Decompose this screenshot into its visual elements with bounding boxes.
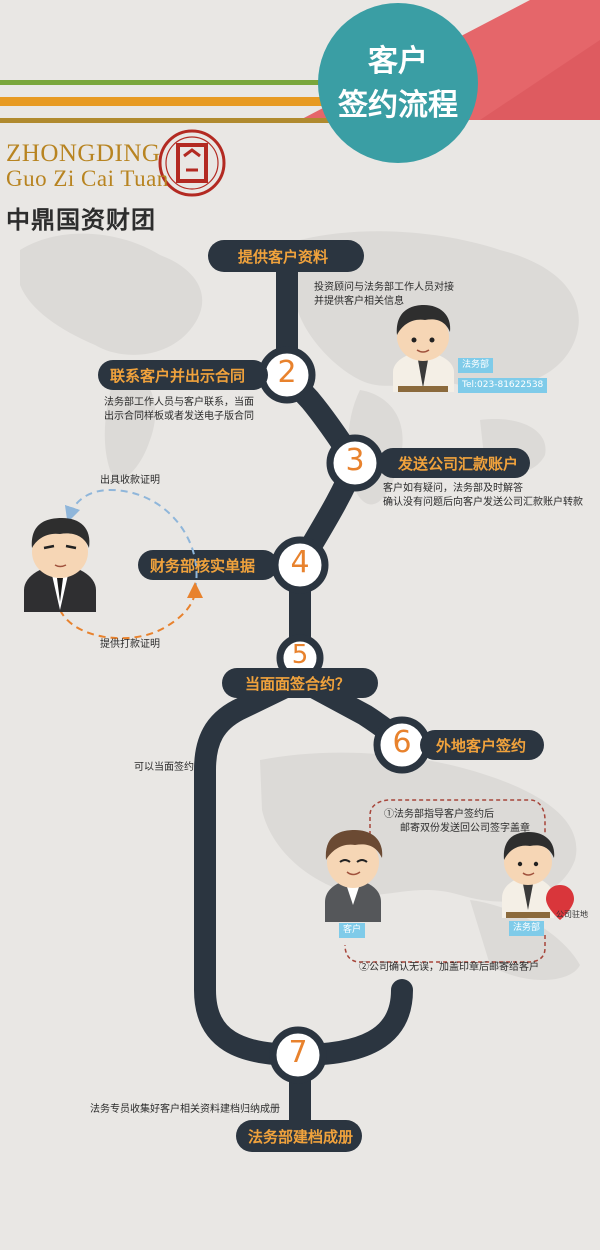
step-3-number: 3 bbox=[345, 443, 365, 478]
payment-proof-label: 提供打款证明 bbox=[100, 639, 160, 650]
company-location-label: 公司驻地 bbox=[556, 910, 588, 919]
step-1-label: 提供客户资料 bbox=[238, 248, 329, 266]
legal-dept-tag-right: 法务部 bbox=[509, 921, 545, 936]
step-6-number: 6 bbox=[392, 725, 412, 760]
step-2-note: 法务部工作人员与客户联系，当面 出示合同样板或者发送电子版合同 bbox=[104, 397, 254, 422]
step-2-number: 2 bbox=[277, 355, 297, 390]
step-4-label: 财务部核实单据 bbox=[150, 557, 256, 575]
step-pills bbox=[98, 240, 544, 1152]
step-1-note: 投资顾问与法务部工作人员对接 并提供客户相关信息 bbox=[314, 282, 454, 307]
step-3-label: 发送公司汇款账户 bbox=[398, 455, 519, 473]
remote-signing-loop bbox=[344, 799, 546, 963]
step-3-note: 客户如有疑问，法务部及时解答 确认没有问题后向客户发送公司汇款账户转款 bbox=[383, 483, 583, 508]
receipt-proof-label: 出具收款证明 bbox=[100, 475, 160, 486]
brand-name-en-1: ZHONGDING bbox=[6, 140, 161, 167]
client-figure bbox=[325, 830, 383, 922]
legal-dept-tag-top: 法务部 bbox=[458, 358, 494, 373]
title-circle bbox=[318, 3, 478, 163]
brand-name-cn: 中鼎国资财团 bbox=[6, 206, 156, 234]
step-2-label: 联系客户并出示合同 bbox=[110, 367, 246, 385]
step-7-label: 法务部建档成册 bbox=[248, 1128, 354, 1146]
client-tag: 客户 bbox=[339, 923, 366, 938]
page-title-line1: 客户 bbox=[368, 44, 428, 79]
step-7-number: 7 bbox=[288, 1035, 308, 1070]
brand-name-en-2: Guo Zi Cai Tuan bbox=[6, 166, 169, 191]
receipt-arrow bbox=[64, 488, 198, 591]
step-5-number: 5 bbox=[291, 640, 309, 670]
phone-tag: Tel:023-81622538 bbox=[458, 378, 548, 393]
remote-step1-label: ①法务部指导客户签约后 邮寄双份发送回公司签字盖章 bbox=[384, 809, 530, 834]
page-title-line2: 签约流程 bbox=[338, 88, 458, 123]
step-7-note: 法务专员收集好客户相关资料建档归纳成册 bbox=[90, 1104, 280, 1115]
remote-step2-label: ②公司确认无误，加盖印章后邮寄给客户 bbox=[359, 962, 539, 973]
location-pin-icon bbox=[546, 885, 574, 920]
finance-staff-figure bbox=[24, 518, 96, 612]
payment-arrow bbox=[59, 582, 203, 640]
legal-staff-figure-top bbox=[393, 305, 454, 392]
step-6-label: 外地客户签约 bbox=[436, 737, 527, 755]
step-5-label: 当面面签合约？ bbox=[245, 675, 351, 693]
legal-staff-figure-right bbox=[502, 832, 555, 918]
brand-logo-icon bbox=[158, 129, 226, 197]
face-to-face-label: 可以当面签约 bbox=[134, 762, 194, 773]
header-stripes bbox=[0, 80, 340, 123]
step-4-number: 4 bbox=[290, 545, 310, 580]
